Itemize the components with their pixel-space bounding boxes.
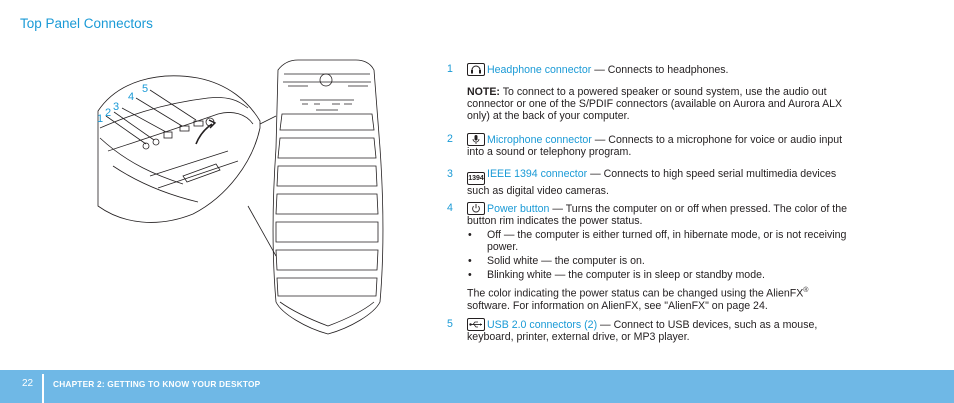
item-description: — Connects to headphones. bbox=[591, 64, 729, 76]
page-number: 22 bbox=[22, 378, 34, 389]
usb-icon bbox=[467, 318, 485, 331]
microphone-connector-link[interactable]: Microphone connector bbox=[487, 134, 592, 146]
microphone-icon bbox=[467, 133, 485, 146]
item-number: 1 bbox=[447, 63, 453, 75]
power-status-list: Off — the computer is either turned off,… bbox=[467, 229, 849, 281]
callout-1: 1 bbox=[97, 113, 103, 125]
callout-4: 4 bbox=[128, 91, 134, 103]
ieee-1394-connector-link[interactable]: IEEE 1394 connector bbox=[487, 168, 588, 180]
callout-2: 2 bbox=[105, 107, 111, 119]
usb-connectors-link[interactable]: USB 2.0 connectors (2) bbox=[487, 319, 598, 331]
ieee-1394-icon-text: 1394 bbox=[468, 175, 484, 182]
note-text: To connect to a powered speaker or sound… bbox=[467, 86, 843, 122]
callout-3: 3 bbox=[113, 101, 119, 113]
item-number: 2 bbox=[447, 133, 453, 145]
section-title: Top Panel Connectors bbox=[20, 16, 153, 31]
item-headphone: 1 Headphone connector — Connects to head… bbox=[447, 63, 849, 122]
headphone-connector-link[interactable]: Headphone connector bbox=[487, 64, 592, 76]
item-usb: 5 USB 2.0 connectors (2) — Connect to US… bbox=[447, 318, 849, 343]
item-number: 3 bbox=[447, 168, 453, 180]
top-panel-detail bbox=[97, 75, 261, 223]
item-ieee1394: 3 1394 IEEE 1394 connector — Connects to… bbox=[447, 168, 849, 197]
item-number: 4 bbox=[447, 202, 453, 214]
alienfx-paragraph: The color indicating the power status ca… bbox=[467, 285, 849, 312]
alienfx-text-1: The color indicating the power status ca… bbox=[467, 287, 804, 300]
registered-mark: ® bbox=[803, 287, 809, 294]
list-item: Solid white — the computer is on. bbox=[467, 255, 849, 267]
item-description: — Turns the computer on or off when pres… bbox=[467, 203, 848, 227]
footer-divider bbox=[42, 374, 44, 403]
item-description: — Connects to high speed serial multimed… bbox=[467, 168, 837, 197]
chapter-title: CHAPTER 2: GETTING TO KNOW YOUR DESKTOP bbox=[53, 379, 261, 389]
computer-tower bbox=[272, 59, 384, 335]
page-footer: 22 CHAPTER 2: GETTING TO KNOW YOUR DESKT… bbox=[0, 370, 954, 403]
ieee-1394-icon: 1394 bbox=[467, 172, 485, 185]
power-icon bbox=[467, 202, 485, 215]
item-microphone: 2 Microphone connector — Connects to a m… bbox=[447, 133, 849, 158]
item-number: 5 bbox=[447, 318, 453, 330]
headphone-icon bbox=[467, 63, 485, 76]
power-button-link[interactable]: Power button bbox=[487, 203, 550, 215]
list-item: Blinking white — the computer is in slee… bbox=[467, 269, 849, 281]
note: NOTE: To connect to a powered speaker or… bbox=[467, 86, 849, 122]
list-item: Off — the computer is either turned off,… bbox=[467, 229, 849, 253]
note-label: NOTE: bbox=[467, 86, 500, 98]
item-power: 4 Power button — Turns the computer on o… bbox=[447, 202, 849, 312]
top-panel-illustration: 1 2 3 4 5 bbox=[88, 56, 398, 346]
item-description: — Connect to USB devices, such as a mous… bbox=[467, 319, 818, 343]
callout-5: 5 bbox=[142, 83, 148, 95]
alienfx-text-2: software. For information on AlienFX, se… bbox=[467, 299, 768, 312]
item-description: — Connects to a microphone for voice or … bbox=[467, 134, 843, 158]
computer-illustration: 1 2 3 4 5 bbox=[97, 59, 384, 335]
